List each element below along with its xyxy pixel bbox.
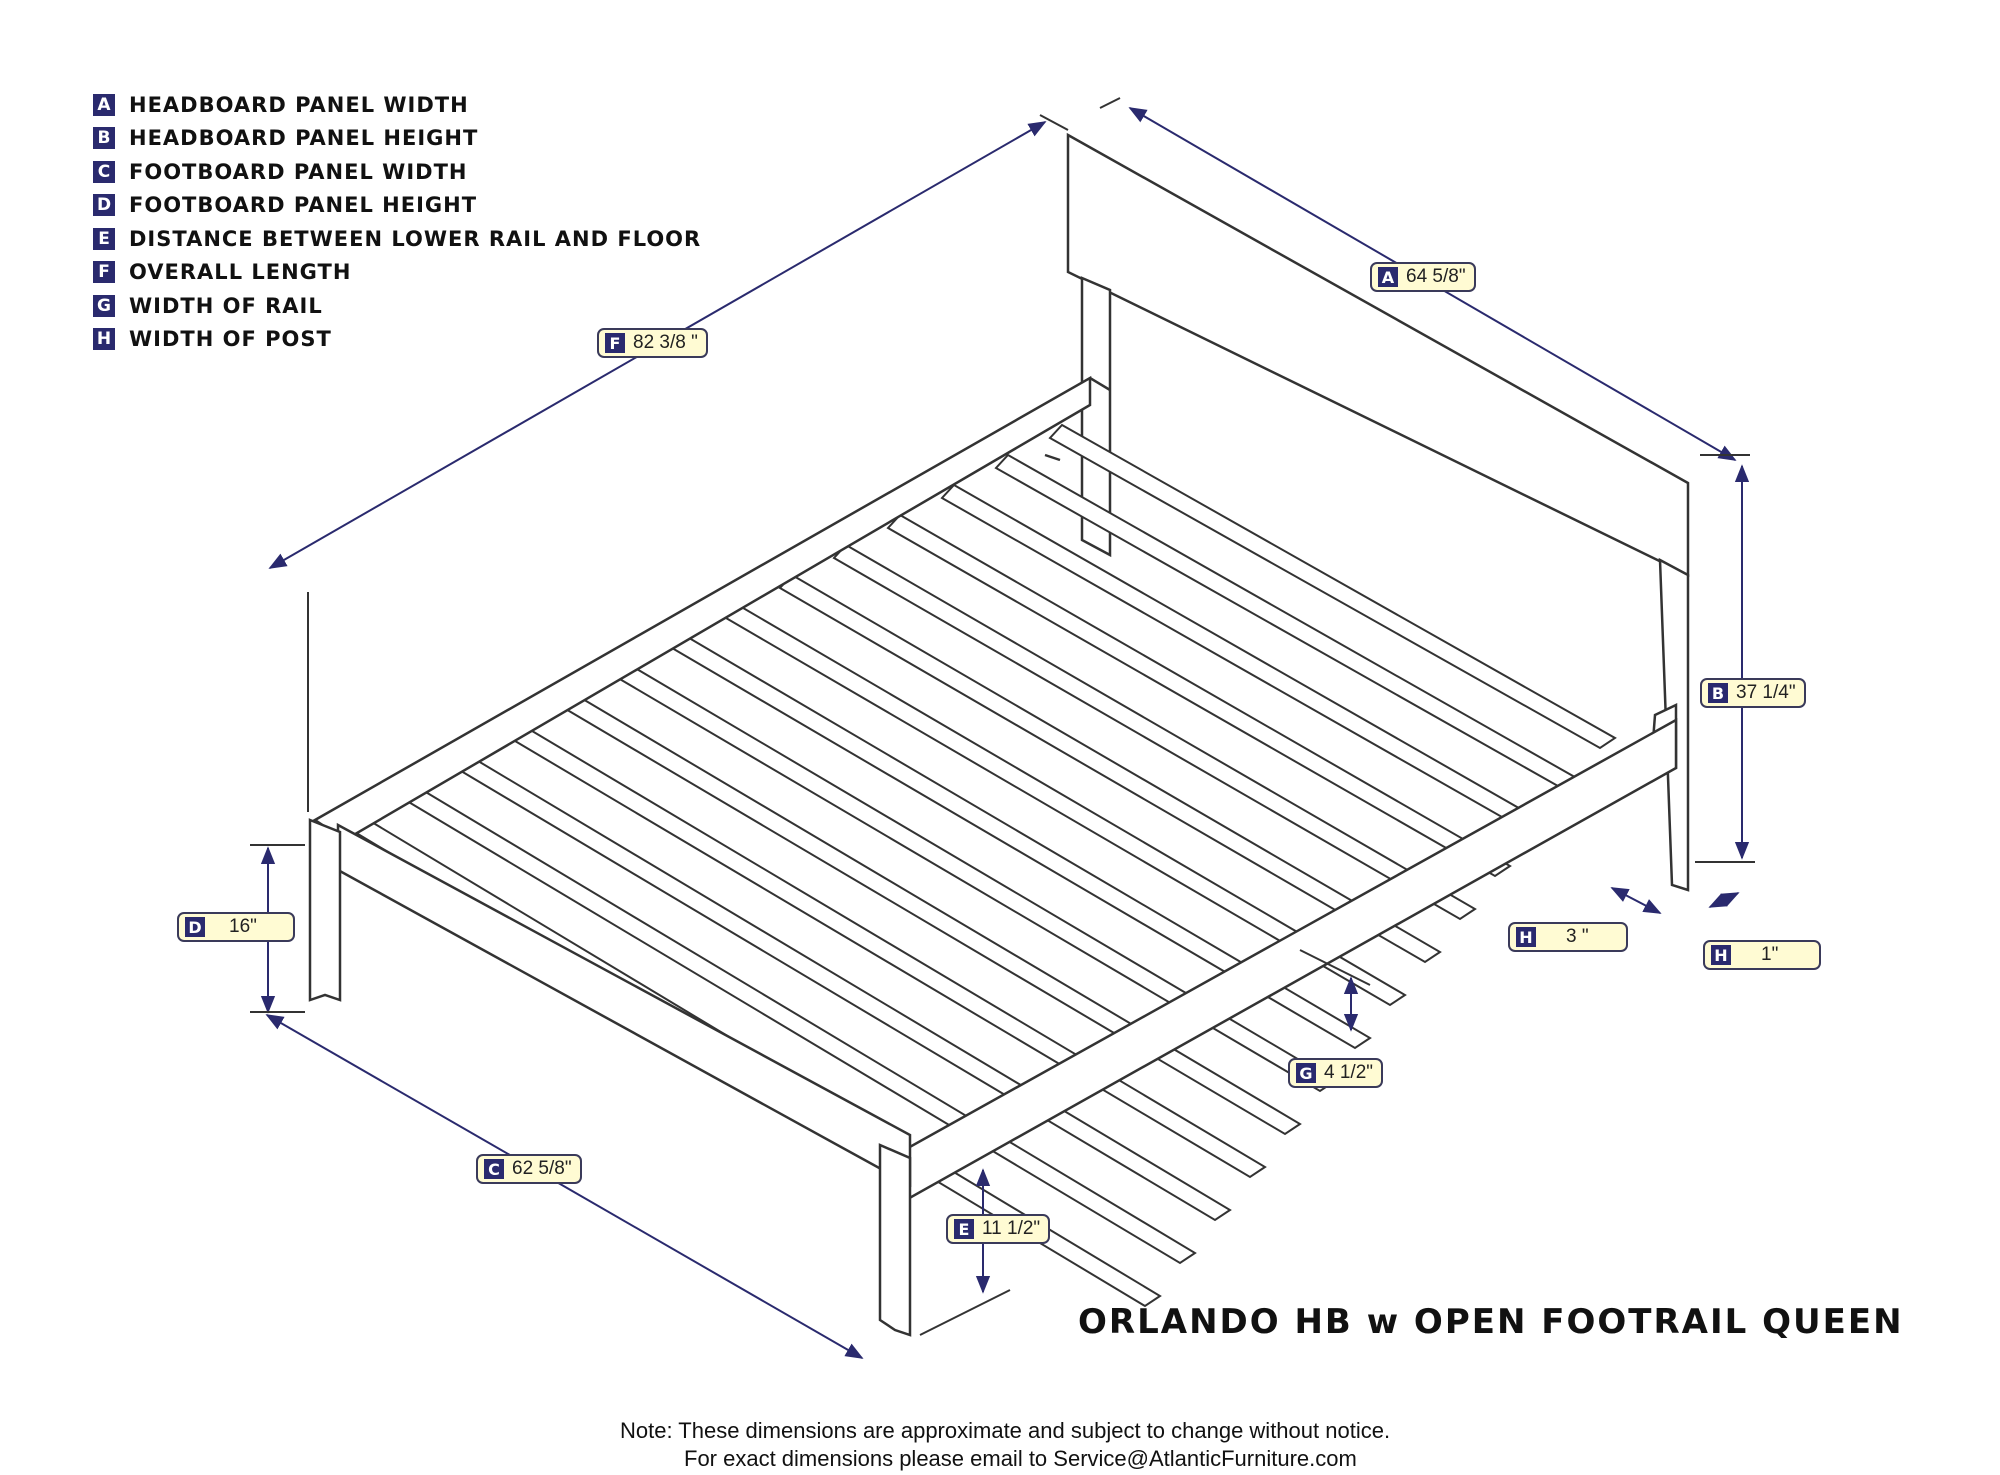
note-line-2: For exact dimensions please email to Ser… bbox=[684, 1446, 1357, 1471]
legend-item: H WIDTH OF POST bbox=[93, 323, 701, 357]
legend-item: F OVERALL LENGTH bbox=[93, 256, 701, 290]
dimension-value: 64 5/8" bbox=[1406, 266, 1466, 287]
legend-text: HEADBOARD PANEL HEIGHT bbox=[129, 126, 479, 151]
dimension-label-a: A 64 5/8" bbox=[1370, 262, 1476, 292]
dimension-label-b: B 37 1/4" bbox=[1700, 678, 1806, 708]
dimension-value: 82 3/8 " bbox=[633, 332, 698, 353]
product-title: ORLANDO HB w OPEN FOOTRAIL QUEEN bbox=[1078, 1302, 1904, 1342]
legend-letter: G bbox=[93, 294, 115, 317]
legend-letter: E bbox=[93, 227, 115, 250]
legend-text: HEADBOARD PANEL WIDTH bbox=[129, 92, 469, 117]
legend: A HEADBOARD PANEL WIDTH B HEADBOARD PANEL … bbox=[93, 88, 701, 356]
dimension-letter: F bbox=[605, 333, 625, 353]
dimension-value: 11 1/2" bbox=[982, 1218, 1041, 1239]
legend-text: WIDTH OF POST bbox=[129, 327, 332, 352]
legend-item: C FOOTBOARD PANEL WIDTH bbox=[93, 155, 701, 189]
disclaimer-note: Note: These dimensions are approximate a… bbox=[620, 1417, 1390, 1473]
legend-item: E DISTANCE BETWEEN LOWER RAIL AND FLOOR bbox=[93, 222, 701, 256]
dimension-letter: E bbox=[954, 1219, 974, 1239]
dimension-letter: G bbox=[1296, 1063, 1316, 1083]
note-line-1: Note: These dimensions are approximate a… bbox=[620, 1418, 1391, 1443]
legend-text: FOOTBOARD PANEL HEIGHT bbox=[129, 193, 478, 218]
dimension-label-g: G 4 1/2" bbox=[1288, 1058, 1384, 1088]
dimension-letter: B bbox=[1708, 683, 1728, 703]
dimension-letter: A bbox=[1378, 267, 1398, 287]
dimension-label-d: D 16" bbox=[177, 912, 295, 942]
legend-letter: D bbox=[93, 194, 115, 217]
dimension-label-h-post: H 3 " bbox=[1508, 922, 1628, 952]
legend-text: WIDTH OF RAIL bbox=[129, 293, 323, 318]
dimension-value: 4 1/2" bbox=[1324, 1062, 1374, 1083]
dimension-value: 1" bbox=[1761, 944, 1779, 965]
dimension-value: 37 1/4" bbox=[1736, 682, 1796, 703]
legend-letter: B bbox=[93, 127, 115, 150]
dimension-letter: H bbox=[1516, 927, 1536, 947]
dimension-value: 3 " bbox=[1566, 926, 1589, 947]
dimension-value: 16" bbox=[229, 916, 257, 937]
legend-item: B HEADBOARD PANEL HEIGHT bbox=[93, 122, 701, 156]
dimension-label-f: F 82 3/8 " bbox=[597, 328, 708, 358]
legend-letter: H bbox=[93, 328, 115, 351]
dimension-letter: D bbox=[185, 917, 205, 937]
dimension-letter: H bbox=[1711, 945, 1731, 965]
legend-text: DISTANCE BETWEEN LOWER RAIL AND FLOOR bbox=[129, 226, 702, 251]
legend-letter: C bbox=[93, 160, 115, 183]
dimension-value: 62 5/8" bbox=[512, 1158, 572, 1179]
legend-item: G WIDTH OF RAIL bbox=[93, 289, 701, 323]
legend-text: FOOTBOARD PANEL WIDTH bbox=[129, 159, 468, 184]
dimension-label-e: E 11 1/2" bbox=[946, 1214, 1051, 1244]
legend-letter: F bbox=[93, 261, 115, 284]
dimension-label-c: C 62 5/8" bbox=[476, 1154, 582, 1184]
legend-letter: A bbox=[93, 93, 115, 116]
legend-item: D FOOTBOARD PANEL HEIGHT bbox=[93, 189, 701, 223]
legend-text: OVERALL LENGTH bbox=[129, 260, 352, 285]
dimension-label-h-inset: H 1" bbox=[1703, 940, 1821, 970]
legend-item: A HEADBOARD PANEL WIDTH bbox=[93, 88, 701, 122]
dimension-letter: C bbox=[484, 1159, 504, 1179]
